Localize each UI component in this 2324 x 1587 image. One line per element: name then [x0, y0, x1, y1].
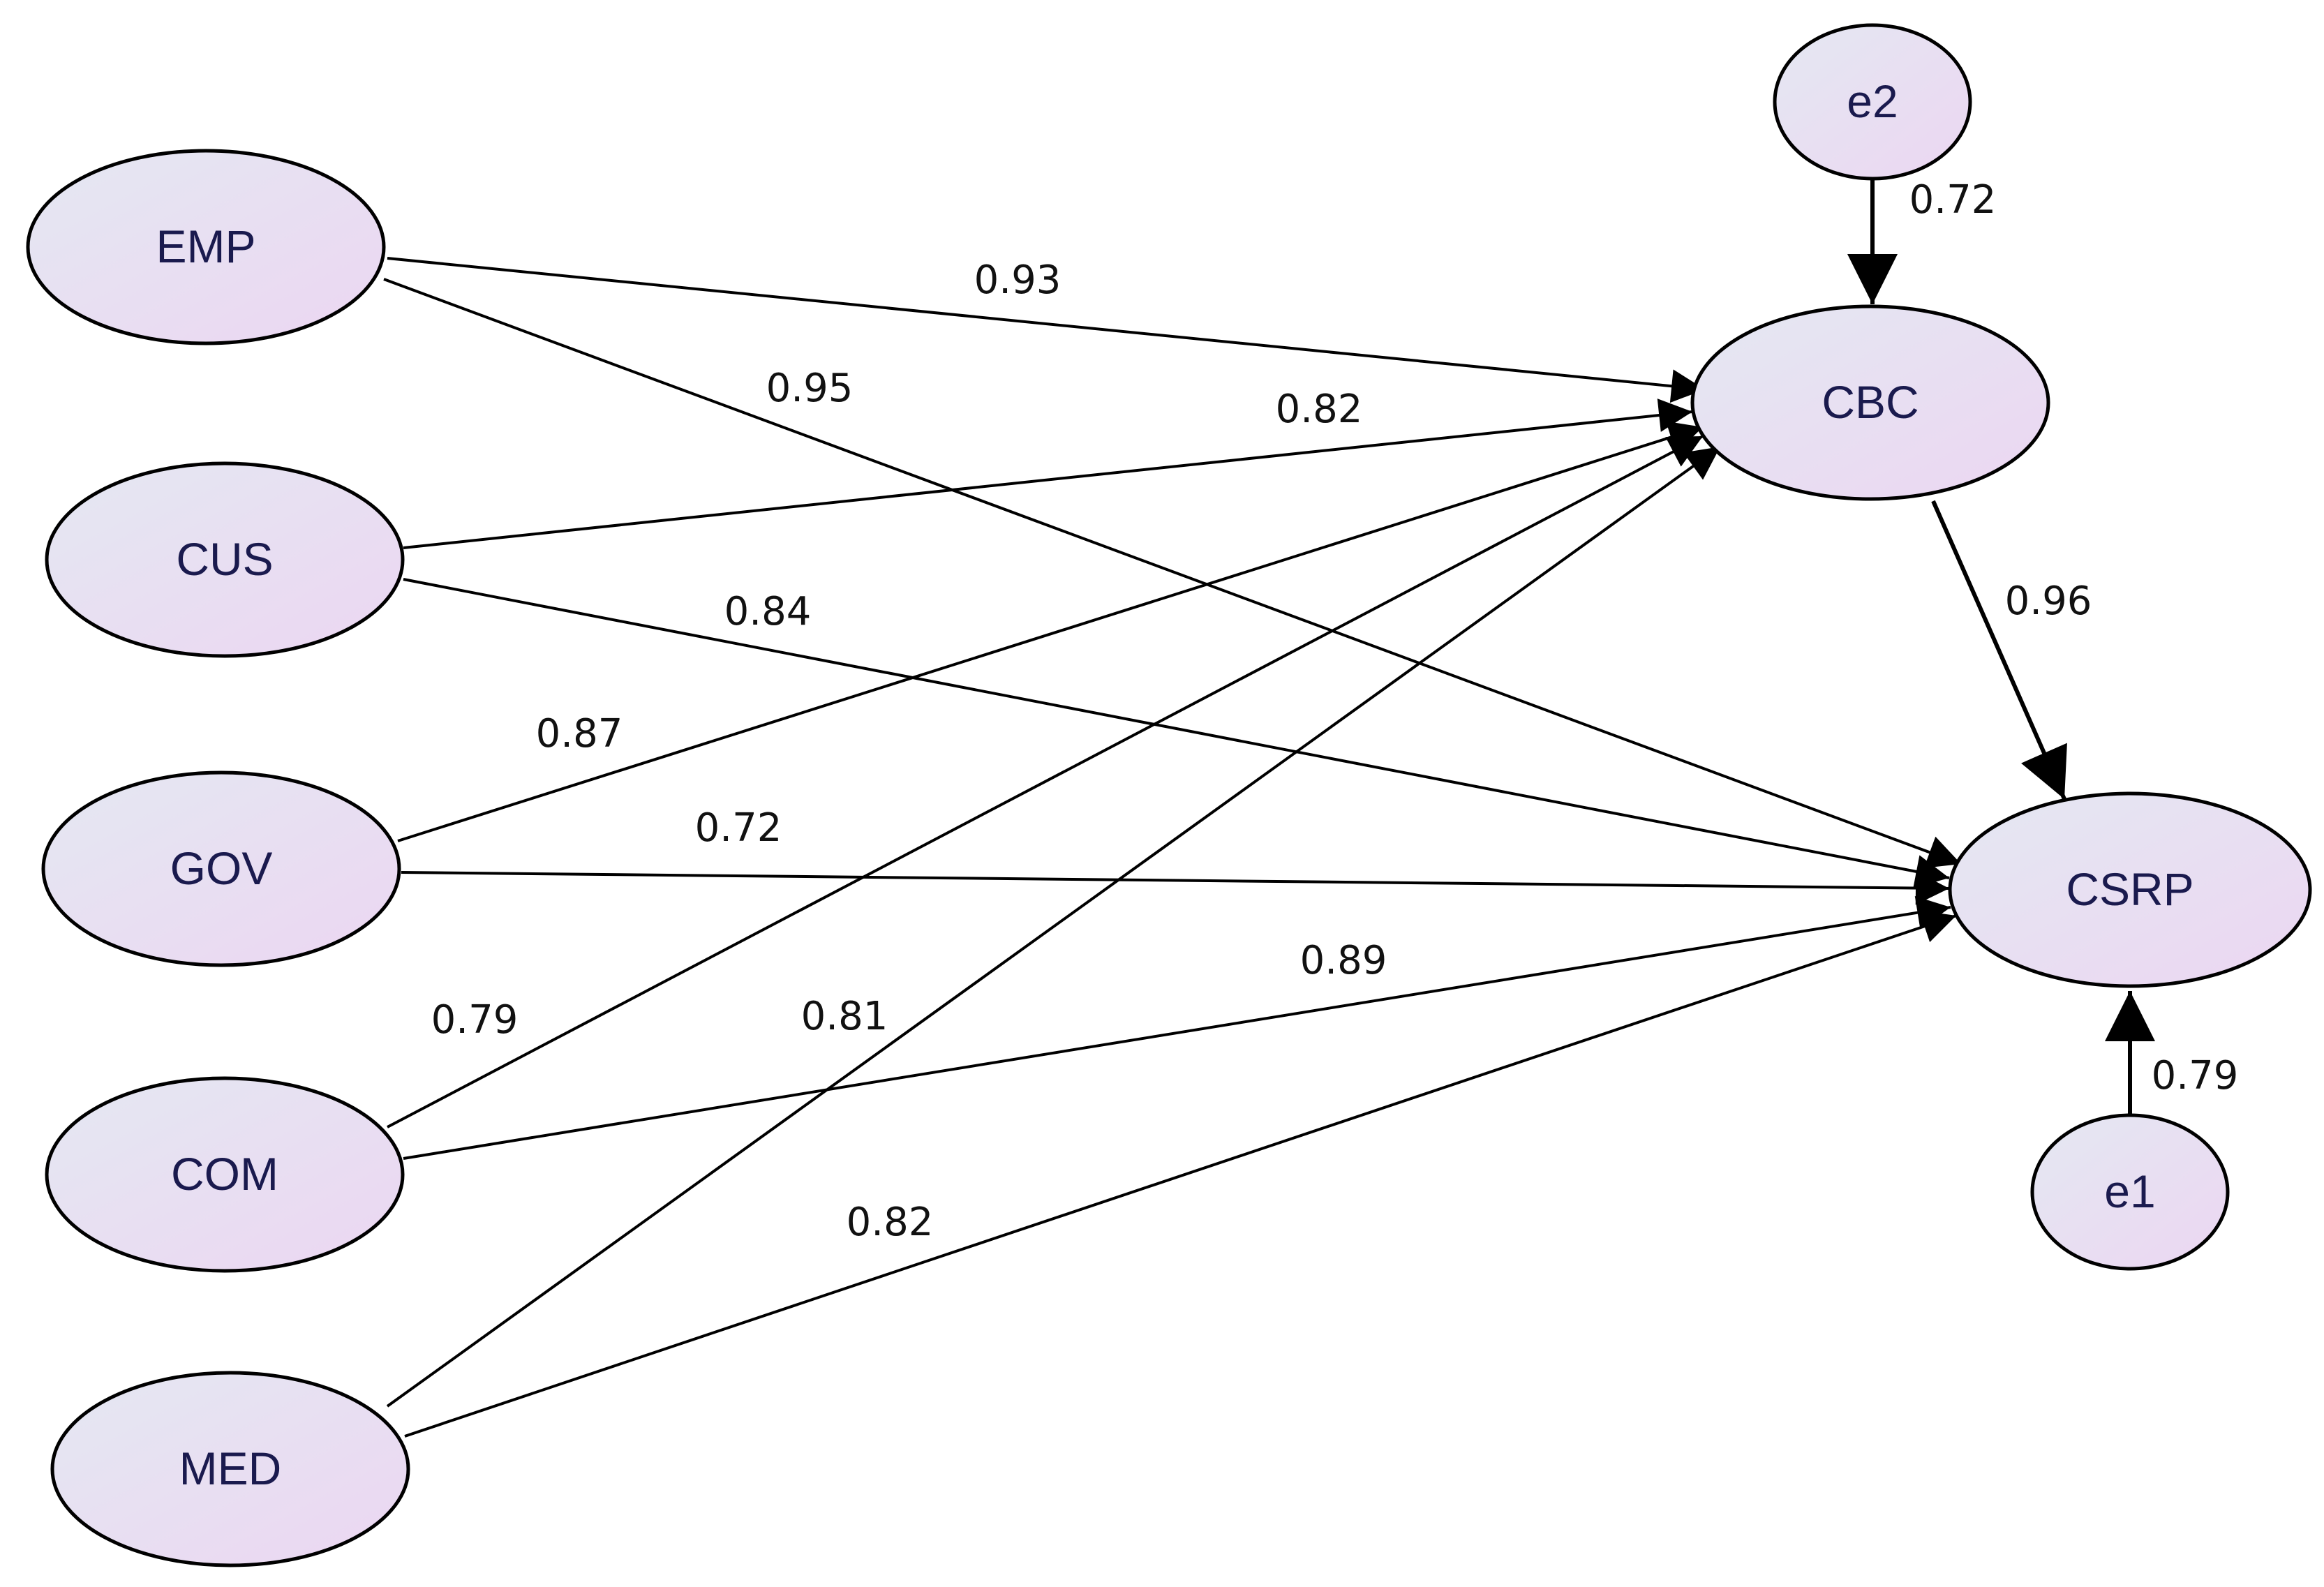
coefficient-med-csrp: 0.82 — [847, 1200, 934, 1245]
node-com-ellipse — [45, 1076, 405, 1273]
node-com: COM — [45, 1076, 405, 1273]
coefficient-cbc-csrp: 0.96 — [2005, 579, 2092, 624]
arrow-com-to-cbc — [387, 435, 1704, 1128]
arrow-cus-to-cbc — [403, 398, 1693, 549]
node-e2: e2 — [1773, 23, 1972, 181]
node-med-label: MED — [179, 1443, 282, 1494]
node-emp: EMP — [26, 149, 386, 345]
node-e1: e1 — [2030, 1113, 2230, 1271]
edge-labels-layer: 0.93 0.95 0.82 0.84 0.87 0.72 0.79 0.89 0.81 0.82… — [431, 177, 2239, 1245]
node-e1-ellipse — [2030, 1113, 2230, 1271]
node-emp-label: EMP — [156, 221, 255, 272]
node-cus-label: CUS — [176, 533, 273, 585]
coefficient-e1-csrp: 0.79 — [2152, 1053, 2239, 1098]
arrow-emp-to-cbc — [387, 257, 1706, 403]
coefficient-med-cbc: 0.81 — [801, 994, 888, 1039]
node-e2-ellipse — [1773, 23, 1972, 181]
arrow-cbc-to-csrp — [1931, 500, 2067, 800]
node-e2-label: e2 — [1847, 75, 1898, 127]
edges-layer — [383, 179, 2155, 1438]
coefficient-cus-csrp: 0.84 — [724, 589, 812, 634]
coefficient-emp-csrp: 0.95 — [766, 366, 854, 411]
node-med: MED — [50, 1371, 410, 1567]
node-cus-ellipse — [45, 461, 405, 658]
node-gov-label: GOV — [170, 842, 273, 894]
arrow-gov-to-cbc — [397, 421, 1704, 842]
arrow-med-to-csrp — [404, 910, 1957, 1438]
arrow-med-to-cbc — [386, 445, 1722, 1408]
arrow-gov-to-csrp — [401, 871, 1950, 905]
node-csrp: CSRP — [1948, 791, 2312, 988]
node-med-ellipse — [50, 1371, 410, 1567]
node-cbc-ellipse — [1690, 304, 2050, 501]
coefficient-emp-cbc: 0.93 — [974, 258, 1062, 303]
nodes-layer: EMP CUS GOV COM MED CBC CSRP e2 e1 — [26, 23, 2312, 1567]
coefficient-cus-cbc: 0.82 — [1276, 387, 1363, 432]
node-gov-ellipse — [41, 770, 401, 967]
coefficient-com-cbc: 0.79 — [431, 997, 519, 1043]
node-cbc-label: CBC — [1822, 376, 1919, 428]
node-cbc: CBC — [1690, 304, 2050, 501]
arrow-com-to-csrp — [403, 896, 1951, 1160]
coefficient-com-csrp: 0.89 — [1300, 938, 1387, 983]
coefficient-e2-cbc: 0.72 — [1909, 177, 1997, 223]
node-com-label: COM — [171, 1148, 278, 1200]
node-emp-ellipse — [26, 149, 386, 345]
node-cus: CUS — [45, 461, 405, 658]
coefficient-gov-csrp: 0.72 — [695, 805, 782, 851]
node-csrp-ellipse — [1948, 791, 2312, 988]
coefficient-gov-cbc: 0.87 — [536, 711, 623, 757]
node-e1-label: e1 — [2104, 1165, 2155, 1217]
arrow-emp-to-csrp — [383, 278, 1962, 868]
arrow-cus-to-csrp — [403, 578, 1950, 888]
node-csrp-label: CSRP — [2066, 863, 2193, 915]
node-gov: GOV — [41, 770, 401, 967]
